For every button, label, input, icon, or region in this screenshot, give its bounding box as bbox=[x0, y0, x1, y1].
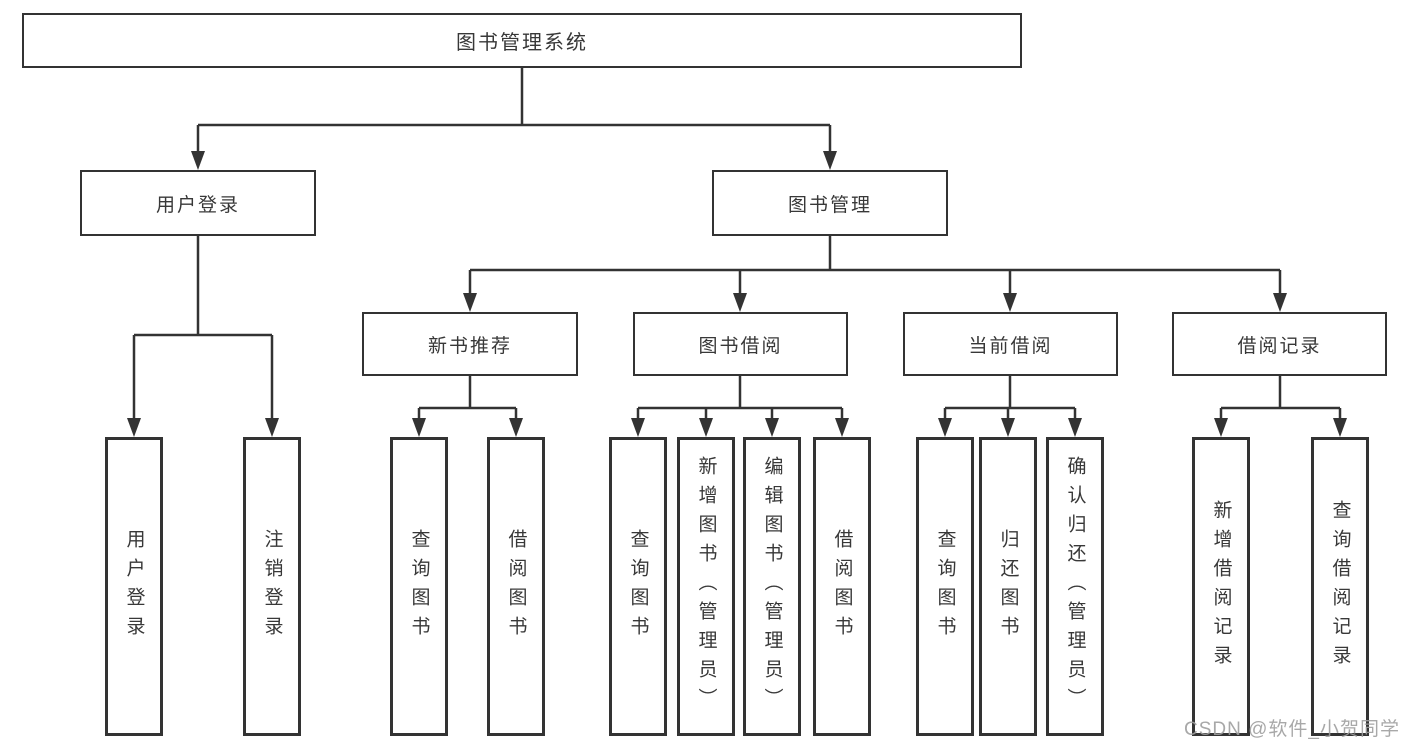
node-leaf-query-books-borrowing: 查询图书 bbox=[609, 437, 667, 736]
node-leaf-borrow-books-recommend: 借阅图书 bbox=[487, 437, 545, 736]
watermark: CSDN @软件_小贺同学 bbox=[1184, 719, 1400, 740]
node-new-book-recommend: 新书推荐 bbox=[362, 312, 578, 376]
node-leaf-query-books-recommend: 查询图书 bbox=[390, 437, 448, 736]
node-leaf-add-books-admin: 新增图书（管理员） bbox=[677, 437, 735, 736]
node-leaf-user-login: 用户登录 bbox=[105, 437, 163, 736]
arrowheads bbox=[127, 151, 1347, 437]
node-current-borrowing: 当前借阅 bbox=[903, 312, 1118, 376]
node-leaf-add-borrow-record: 新增借阅记录 bbox=[1192, 437, 1250, 736]
node-book-borrowing: 图书借阅 bbox=[633, 312, 848, 376]
node-borrowing-records: 借阅记录 bbox=[1172, 312, 1387, 376]
tree-edges bbox=[132, 68, 1342, 422]
node-leaf-logout: 注销登录 bbox=[243, 437, 301, 736]
node-user-login: 用户登录 bbox=[80, 170, 316, 236]
node-leaf-edit-books-admin: 编辑图书（管理员） bbox=[743, 437, 801, 736]
node-leaf-borrow-books-borrowing: 借阅图书 bbox=[813, 437, 871, 736]
node-leaf-return-books: 归还图书 bbox=[979, 437, 1037, 736]
node-leaf-query-books-current: 查询图书 bbox=[916, 437, 974, 736]
node-leaf-query-borrow-record: 查询借阅记录 bbox=[1311, 437, 1369, 736]
node-book-management: 图书管理 bbox=[712, 170, 948, 236]
node-library-management-system: 图书管理系统 bbox=[22, 13, 1022, 68]
node-leaf-confirm-return-admin: 确认归还（管理员） bbox=[1046, 437, 1104, 736]
